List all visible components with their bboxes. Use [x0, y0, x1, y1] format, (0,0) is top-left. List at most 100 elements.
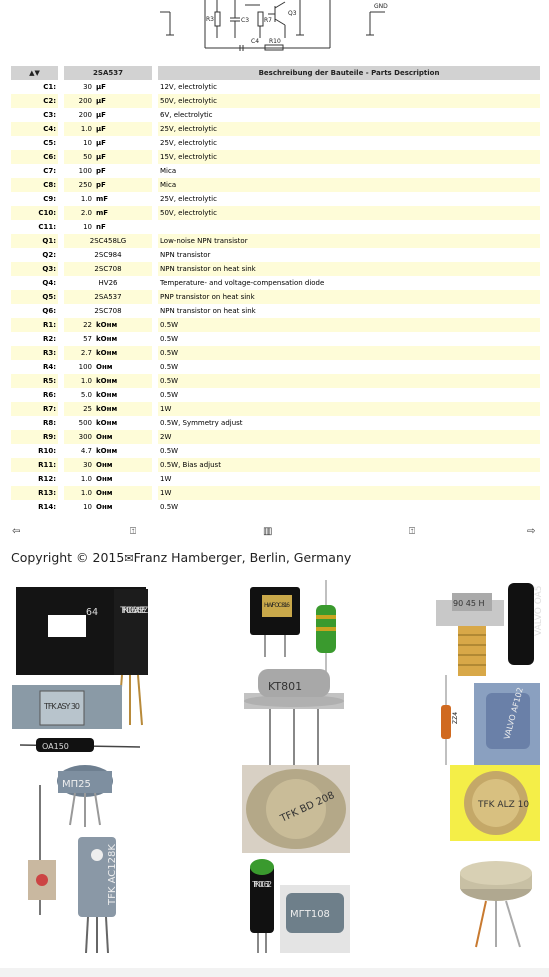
part-name-cell: Q2:: [11, 248, 58, 262]
part-description-cell: 15V, electrolytic: [158, 150, 541, 164]
part-value-cell: 200: [64, 108, 96, 122]
prev-page-icon[interactable]: ⇦: [12, 526, 21, 537]
part-description-cell: 0.5W, Symmetry adjust: [158, 416, 541, 430]
part-description-cell: 0.5W: [158, 360, 541, 374]
photo-oa150: OA150: [19, 738, 141, 752]
part-value-cell: 30: [64, 80, 96, 94]
label-r3: R3: [206, 16, 214, 23]
photo-label-oc604: TFK OC 604 SPEZ: [120, 606, 149, 616]
part-value-cell: 1.0: [64, 472, 96, 486]
part-unit-cell: pF: [96, 164, 153, 178]
part-description-cell: 0.5W: [158, 332, 541, 346]
part-name-cell: C7:: [11, 164, 58, 178]
photo-9045h: 90 45 H: [436, 593, 504, 676]
part-description-cell: 1W: [158, 486, 541, 500]
envelope-icon[interactable]: ✉: [124, 552, 134, 565]
part-value-cell: 10: [64, 500, 96, 514]
table-header-row: ▲▼ 2SA537 Beschreibung der Bauteile - Pa…: [11, 66, 541, 80]
part-unit-cell: µF: [96, 108, 153, 122]
part-name-cell: C6:: [11, 150, 58, 164]
photo-label-zz4: ZZ4: [452, 712, 459, 724]
part-unit-cell: Oнм: [96, 472, 153, 486]
photo-label-9045h: 90 45 H: [453, 599, 484, 608]
part-name-cell: R7:: [11, 402, 58, 416]
photo-label-oa5: VALVO OA5: [534, 585, 544, 636]
photo-oc816: HWF OC 816: [250, 587, 300, 657]
photo-label-mgt108: MГT108: [290, 909, 330, 920]
photo-metal-can-transistor: [460, 861, 532, 948]
part-value-cell: 100: [64, 164, 96, 178]
part-value-cell: 50: [64, 150, 96, 164]
part-description-cell: Mica: [158, 164, 541, 178]
part-unit-cell: µF: [96, 150, 153, 164]
parts-table: ▲▼ 2SA537 Beschreibung der Bauteile - Pa…: [11, 66, 541, 514]
part-value-cell: 1.0: [64, 122, 96, 136]
part-name-cell: C1:: [11, 80, 58, 94]
photo-label-64: 64: [86, 607, 98, 618]
photo-af102: VALVO AF102: [474, 683, 540, 765]
part-type-cell: HV26: [64, 276, 153, 290]
photo-oc604: 64 TFK OC 604 SPEZ: [16, 587, 149, 726]
photo-alz10: TFK ALZ 10: [450, 765, 540, 841]
photo-label-mp25: MП25: [62, 779, 91, 790]
part-description-cell: 1W: [158, 472, 541, 486]
part-value-cell: 250: [64, 178, 96, 192]
part-description-cell: 25V, electrolytic: [158, 192, 541, 206]
part-name-cell: C2:: [11, 94, 58, 108]
up-icon[interactable]: ⍐: [409, 526, 415, 537]
next-page-icon[interactable]: ⇨: [527, 526, 536, 537]
part-value-cell: 1.0: [64, 486, 96, 500]
part-value-cell: 100: [64, 360, 96, 374]
copyright-text: Copyright © 2015: [11, 550, 125, 565]
part-name-cell: R13:: [11, 486, 58, 500]
photo-label-kt801: KT801: [268, 680, 302, 693]
part-description-cell: 0.5W: [158, 346, 541, 360]
part-unit-cell: µF: [96, 136, 153, 150]
part-name-cell: C10:: [11, 206, 58, 220]
part-unit-cell: kOнм: [96, 444, 153, 458]
part-name-cell: R8:: [11, 416, 58, 430]
label-q3: Q3: [288, 10, 297, 17]
page-top-icon[interactable]: ⍐: [130, 526, 136, 537]
part-unit-cell: kOнм: [96, 388, 153, 402]
photo-oa5: VALVO OA5: [508, 583, 544, 665]
part-value-cell: 1.0: [64, 374, 96, 388]
part-unit-cell: kOнм: [96, 346, 153, 360]
part-value-cell: 57: [64, 332, 96, 346]
sort-toggle[interactable]: ▲▼: [11, 66, 58, 80]
part-name-cell: C11:: [11, 220, 58, 234]
part-description-cell: [158, 220, 541, 234]
author-link[interactable]: Franz Hamberger, Berlin, Germany: [133, 550, 352, 565]
label-r7: R7: [264, 17, 272, 24]
part-description-cell: 0.5W: [158, 388, 541, 402]
part-description-cell: Mica: [158, 178, 541, 192]
part-description-cell: 2W: [158, 430, 541, 444]
part-name-cell: R2:: [11, 332, 58, 346]
part-description-cell: 0.5W: [158, 374, 541, 388]
part-value-cell: 30: [64, 458, 96, 472]
part-unit-cell: µF: [96, 80, 153, 94]
part-value-cell: 4.7: [64, 444, 96, 458]
part-unit-cell: pF: [96, 178, 153, 192]
part-name-cell: R6:: [11, 388, 58, 402]
index-icon[interactable]: ▥: [263, 526, 273, 537]
description-column-header: Beschreibung der Bauteile - Parts Descri…: [158, 66, 541, 80]
photo-asy30: TFK ASY 30: [12, 685, 122, 729]
part-type-cell: 2SC708: [64, 304, 153, 318]
part-unit-cell: mF: [96, 206, 153, 220]
photo-oc612: TFK OC 612: [250, 859, 274, 953]
part-value-cell: 200: [64, 94, 96, 108]
photo-label-oa150: OA150: [42, 742, 69, 751]
part-value-cell: 2.0: [64, 206, 96, 220]
